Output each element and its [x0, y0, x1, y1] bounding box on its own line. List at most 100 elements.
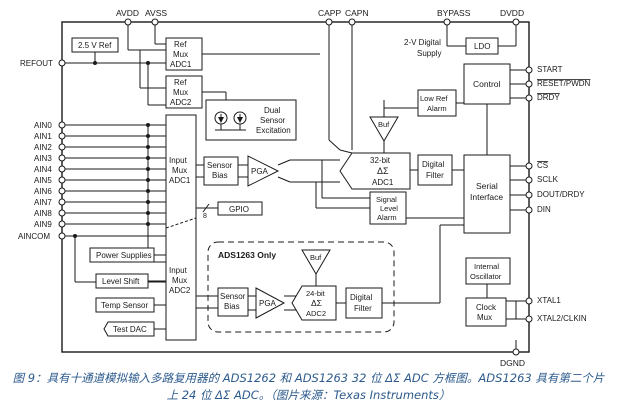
pin-capn: CAPN: [345, 8, 369, 18]
clock-mux-label-2: Mux: [477, 313, 492, 322]
input-mux-adc2-label-1: Input: [169, 266, 188, 275]
internal-oscillator-block: [465, 257, 511, 285]
gpio-bus-width: 8: [203, 213, 207, 220]
digital-filter-2-label-1: Digital: [350, 293, 372, 302]
low-ref-alarm-label-1: Low Ref: [420, 94, 448, 103]
serial-interface-label-1: Serial: [476, 181, 498, 191]
ref-mux-adc1-label-2: Mux: [173, 50, 188, 59]
level-shift-label: Level Shift: [102, 277, 140, 286]
top-pins: AVDD CAPP AVSS CAPP CAPN BYPASS DVDD: [116, 8, 524, 150]
adc1-block: [339, 152, 411, 190]
ref-mux-adc2-block: [165, 75, 203, 109]
pin-dout-drdy: DOUT/DRDY: [537, 190, 585, 199]
pin-ain7: AIN7: [34, 198, 52, 207]
input-mux-adc2-label-3: ADC2: [169, 286, 191, 295]
signal-level-alarm-label-2: Level: [380, 204, 398, 213]
pin-ain4: AIN4: [34, 165, 52, 174]
internal-oscillator-label-2: Oscillator: [470, 272, 502, 281]
adc1-label-3: ADC1: [372, 178, 394, 187]
signal-level-alarm-label-1: Signal: [376, 195, 397, 204]
adc2-label-1: 24-bit: [306, 289, 326, 298]
pga-1-label: PGA: [251, 167, 269, 176]
ref-mux-adc1-block: [165, 37, 203, 71]
ldo-label: LDO: [474, 42, 490, 51]
buf-bottom-label: Buf: [310, 253, 322, 262]
digital-filter-1-block: [417, 154, 453, 186]
power-supplies-label: Power Supplies: [96, 251, 152, 260]
dual-sensor-label-1: Dual: [264, 106, 281, 115]
pin-cs: CS: [537, 161, 548, 170]
buf-top-label: Buf: [378, 120, 390, 129]
digital-supply-label-2: Supply: [417, 49, 441, 58]
gpio-label: GPIO: [229, 205, 249, 214]
input-mux-adc1-label-3: ADC1: [169, 176, 191, 185]
pin-ain3: AIN3: [34, 154, 52, 163]
sensor-bias-2-label-1: Sensor: [220, 292, 246, 301]
pin-avss-label: AVSS: [145, 8, 167, 18]
internal-oscillator-label-1: Internal: [474, 262, 499, 271]
ref-mux-adc2-label-1: Ref: [174, 78, 187, 87]
pin-bypass: BYPASS: [437, 8, 471, 18]
low-ref-alarm-block: [417, 89, 457, 117]
sensor-bias-1-block: [203, 156, 239, 186]
control-label: Control: [473, 79, 501, 89]
input-mux-adc2-label-2: Mux: [172, 276, 187, 285]
pga-1-triangle: [247, 155, 280, 187]
pin-xtal1: XTAL1: [537, 296, 561, 305]
serial-interface-block: [463, 154, 511, 234]
pin-ain8: AIN8: [34, 209, 52, 218]
test-dac-label: Test DAC: [113, 325, 147, 334]
pin-reset-pwdn: RESET/PWDN: [537, 79, 591, 88]
right-pins: START RESET/PWDN DRDY CS SCLK DOUT/DRDY …: [506, 65, 591, 323]
clock-mux-label-1: Clock: [476, 303, 497, 312]
adc1-label-1: 32-bit: [370, 156, 391, 165]
input-mux-adc1-label-1: Input: [169, 156, 188, 165]
temp-sensor-label: Temp Sensor: [101, 301, 148, 310]
pin-xtal2-clkin: XTAL2/CLKIN: [537, 314, 587, 323]
test-dac-block: [103, 321, 155, 337]
digital-filter-1-label-1: Digital: [422, 160, 444, 169]
pin-ain5: AIN5: [34, 176, 52, 185]
sensor-bias-1-label-2: Bias: [212, 171, 228, 180]
pin-start: START: [537, 65, 563, 74]
digital-filter-2-block: [345, 287, 383, 319]
ref-mux-adc2-label-3: ADC2: [170, 98, 192, 107]
digital-filter-2-label-2: Filter: [354, 304, 372, 313]
caption-line-1: 图 9：具有十通道模拟输入多路复用器的 ADS1262 和 ADS1263 32…: [12, 371, 605, 385]
adc1-label-2: ΔΣ: [377, 166, 389, 176]
ref-mux-adc1-label-1: Ref: [174, 40, 187, 49]
input-mux-adc1-label-2: Mux: [172, 166, 187, 175]
adc2-label-2: ΔΣ: [311, 298, 322, 308]
ref-mux-adc2-label-2: Mux: [173, 88, 188, 97]
pin-ain6: AIN6: [34, 187, 52, 196]
ref-2v5-label: 2.5 V Ref: [78, 41, 112, 50]
adc2-label-3: ADC2: [306, 309, 326, 318]
pin-din: DIN: [537, 205, 551, 214]
pin-ain1: AIN1: [34, 132, 52, 141]
pin-sclk: SCLK: [537, 175, 559, 184]
ads1263-only-region: [207, 241, 395, 333]
sensor-bias-2-label-2: Bias: [224, 302, 240, 311]
buf-bottom-triangle: [301, 249, 331, 275]
dual-sensor-label-3: Excitation: [256, 126, 291, 135]
clock-mux-block: [465, 297, 507, 327]
pga-2-label: PGA: [259, 299, 277, 308]
pin-refout: REFOUT: [20, 59, 53, 68]
dual-sensor-label-2: Sensor: [260, 116, 286, 125]
input-mux-adc1-block: [165, 114, 197, 341]
digital-supply-label-1: 2-V Digital: [404, 38, 441, 47]
pin-drdy: DRDY: [537, 93, 560, 102]
left-pins: REFOUT AIN0 AIN1 AIN2 AIN3 AIN4 AIN5 AIN…: [18, 59, 66, 241]
sensor-bias-1-label-1: Sensor: [207, 161, 233, 170]
pin-ain9: AIN9: [34, 220, 52, 229]
pin-aincom: AINCOM: [18, 232, 50, 241]
signal-level-alarm-label-3: Alarm: [377, 213, 397, 222]
pin-ain0: AIN0: [34, 121, 52, 130]
pin-dvdd: DVDD: [500, 8, 524, 18]
pin-ain2: AIN2: [34, 143, 52, 152]
digital-filter-1-label-2: Filter: [426, 171, 444, 180]
ref-mux-adc1-label-3: ADC1: [170, 60, 192, 69]
sensor-bias-2-block: [217, 287, 249, 317]
serial-interface-label-2: Interface: [470, 192, 503, 202]
